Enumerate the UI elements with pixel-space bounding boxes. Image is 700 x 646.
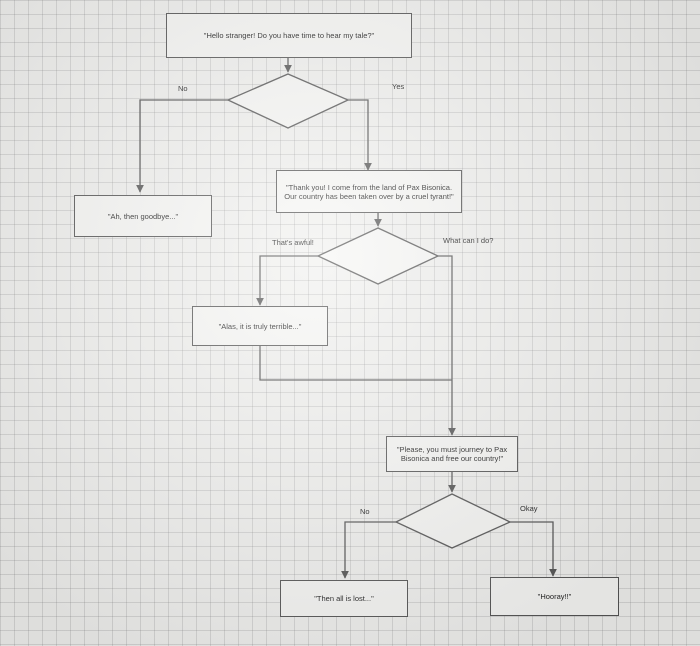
goodbye-box-text: "Ah, then goodbye..." — [107, 211, 179, 221]
hooray-box-text: "Hooray!!" — [537, 592, 572, 601]
start-box: "Hello stranger! Do you have time to hea… — [166, 13, 412, 58]
journey-box-text: "Please, you must journey to Pax Bisonic… — [396, 445, 508, 463]
lost-box-text: "Then all is lost..." — [314, 594, 374, 603]
decision1-diamond — [226, 73, 350, 129]
decision1-yes-label: Yes — [392, 82, 405, 91]
goodbye-box: "Ah, then goodbye..." — [74, 195, 212, 237]
alas-box-text: "Alas, it is truly terrible..." — [218, 321, 302, 331]
decision3-diamond — [394, 493, 512, 549]
decision2-diamond — [316, 227, 440, 285]
alas-box: "Alas, it is truly terrible..." — [192, 306, 328, 346]
start-box-text: "Hello stranger! Do you have time to hea… — [203, 31, 375, 40]
connector-alas-loop — [259, 346, 452, 381]
journey-box: "Please, you must journey to Pax Bisonic… — [386, 436, 518, 472]
decision1-no-label: No — [178, 84, 188, 93]
lost-box: "Then all is lost..." — [280, 580, 408, 617]
hooray-box: "Hooray!!" — [490, 577, 619, 616]
connector-decision2-right — [438, 255, 456, 436]
connector-decision1-no — [136, 99, 228, 193]
decision3-no-label: No — [360, 507, 370, 516]
connector-decision2-left — [256, 255, 318, 306]
connector-decision1-yes — [348, 99, 372, 171]
connector-decision3-no — [341, 521, 396, 579]
tale-box: "Thank you! I come from the land of Pax … — [276, 170, 462, 213]
tale-box-text: "Thank you! I come from the land of Pax … — [284, 182, 454, 201]
decision3-okay-label: Okay — [520, 504, 538, 513]
decision2-right-label: What can I do? — [443, 236, 494, 245]
connector-decision3-okay — [510, 521, 557, 577]
decision2-left-label: That's awful! — [272, 238, 314, 247]
